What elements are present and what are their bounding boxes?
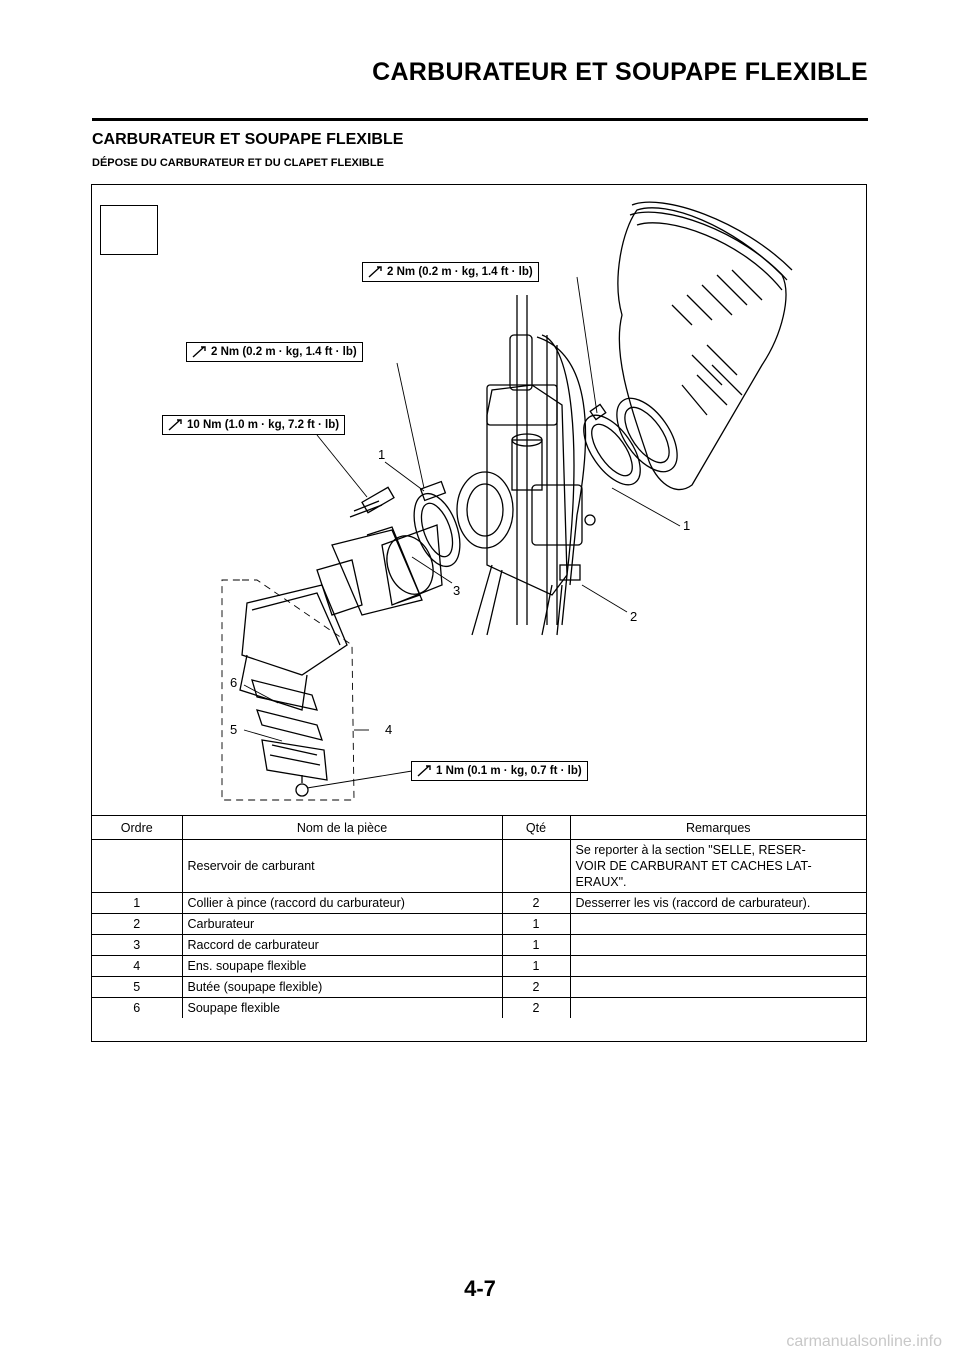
- torque-value: 2 Nm (0.2 m · kg, 1.4 ft · lb): [387, 266, 533, 278]
- cell-order: 2: [92, 913, 182, 935]
- torque-wrench-icon: [368, 266, 382, 278]
- cell-order: 3: [92, 934, 182, 956]
- motorcycle-icon-box: [100, 205, 158, 255]
- table-row: 2 Carburateur 1: [92, 913, 866, 935]
- clamp-and-joint: [331, 480, 461, 616]
- watermark: carmanualsonline.info: [786, 1333, 942, 1350]
- cell-name: Collier à pince (raccord du carburateur): [181, 892, 502, 914]
- cell-qty: [501, 839, 570, 893]
- table-row: 4 Ens. soupape flexible 1: [92, 955, 866, 977]
- cell-remark: [569, 913, 866, 935]
- air-boot: [583, 201, 793, 491]
- callout-3: 3: [453, 583, 461, 598]
- torque-value: 10 Nm (1.0 m · kg, 7.2 ft · lb): [187, 419, 340, 431]
- cell-qty: 1: [501, 934, 570, 956]
- torque-label-intake-clamp: 2 Nm (0.2 m · kg, 1.4 ft · lb): [362, 262, 539, 282]
- cell-remark: Desserrer les vis (raccord de carburateu…: [569, 892, 866, 914]
- table-row: 5 Butée (soupape flexible) 2: [92, 976, 866, 998]
- torque-label-reed-screw: 1 Nm (0.1 m · kg, 0.7 ft · lb): [411, 761, 588, 781]
- cell-order: 4: [92, 955, 182, 977]
- content-frame: [91, 184, 867, 1042]
- page-header-title: CARBURATEUR ET SOUPAPE FLEXIBLE: [372, 58, 868, 86]
- torque-value: 1 Nm (0.1 m · kg, 0.7 ft · lb): [436, 765, 582, 777]
- table-row: Reservoir de carburant Se reporter à la …: [92, 839, 866, 893]
- callout-4: 4: [385, 722, 393, 737]
- cell-qty: 2: [501, 892, 570, 914]
- table-row: 1 Collier à pince (raccord du carburateu…: [92, 892, 866, 914]
- col-header-remarks: Remarques: [569, 815, 866, 840]
- torque-wrench-icon: [168, 419, 182, 431]
- table-row: 6 Soupape flexible 2: [92, 997, 866, 1018]
- diagram-drawing: [107, 201, 793, 801]
- callout-2: 2: [630, 609, 638, 624]
- table-header-row: Ordre Nom de la pièce Qté Remarques: [92, 815, 866, 840]
- torque-value: 2 Nm (0.2 m · kg, 1.4 ft · lb): [211, 346, 357, 358]
- cell-name: Butée (soupape flexible): [181, 976, 502, 998]
- cell-order: 5: [92, 976, 182, 998]
- torque-wrench-icon: [417, 765, 431, 777]
- cell-name: Raccord de carburateur: [181, 934, 502, 956]
- reed-valve-assembly: [239, 559, 363, 797]
- cell-qty: 1: [501, 955, 570, 977]
- cell-remark: [569, 997, 866, 1018]
- cell-remark: [569, 934, 866, 956]
- carburetor: [456, 295, 596, 636]
- col-header-order: Ordre: [92, 815, 182, 840]
- exploded-diagram: 2 Nm (0.2 m · kg, 1.4 ft · lb) 2 Nm (0.2…: [92, 185, 866, 815]
- torque-label-joint-clamp: 2 Nm (0.2 m · kg, 1.4 ft · lb): [186, 342, 363, 362]
- section-title: CARBURATEUR ET SOUPAPE FLEXIBLE: [92, 131, 404, 148]
- cell-order: 6: [92, 997, 182, 1018]
- callout-6: 6: [230, 675, 238, 690]
- col-header-name: Nom de la pièce: [181, 815, 502, 840]
- cell-name: Ens. soupape flexible: [181, 955, 502, 977]
- cell-qty: 1: [501, 913, 570, 935]
- cell-name: Soupape flexible: [181, 997, 502, 1018]
- cell-qty: 2: [501, 976, 570, 998]
- torque-label-joint-bolt: 10 Nm (1.0 m · kg, 7.2 ft · lb): [162, 415, 346, 435]
- cell-name: Reservoir de carburant: [181, 839, 502, 893]
- torque-wrench-icon: [192, 346, 206, 358]
- callout-1-intake-clamp: 1: [683, 518, 691, 533]
- cell-remark: Se reporter à la section "SELLE, RESER- …: [569, 839, 866, 893]
- header-rule: [92, 118, 868, 121]
- section-subtitle: DÉPOSE DU CARBURATEUR ET DU CLAPET FLEXI…: [92, 157, 384, 169]
- cell-remark: [569, 955, 866, 977]
- cell-order: [92, 839, 182, 893]
- table-row: 3 Raccord de carburateur 1: [92, 934, 866, 956]
- cell-order: 1: [92, 892, 182, 914]
- assembly-bracket: [221, 579, 355, 801]
- col-header-qty: Qté: [501, 815, 570, 840]
- cell-qty: 2: [501, 997, 570, 1018]
- callout-1-joint-clamp: 1: [378, 447, 386, 462]
- page-number: 4-7: [464, 1276, 496, 1301]
- cell-remark: [569, 976, 866, 998]
- callout-5: 5: [230, 722, 238, 737]
- cell-name: Carburateur: [181, 913, 502, 935]
- parts-table: Ordre Nom de la pièce Qté Remarques Rese…: [92, 815, 866, 1018]
